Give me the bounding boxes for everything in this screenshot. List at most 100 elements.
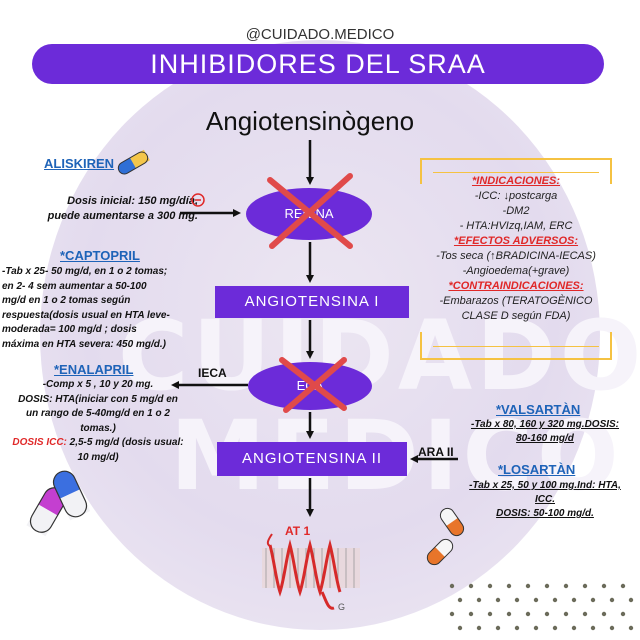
box-border-left-top	[420, 158, 422, 184]
decor-dot	[590, 597, 596, 603]
box-inner-bottom	[433, 346, 599, 347]
ara-ii-label: ARA II	[418, 445, 454, 459]
capsule-orange-icon	[439, 507, 465, 537]
captopril-line: mg/d en 1 o 2 tomas según	[2, 295, 131, 306]
decor-dot	[571, 597, 577, 603]
decor-dot	[457, 597, 463, 603]
at1-label: AT 1	[285, 524, 311, 538]
valsartan-line: 80-160 mg/d	[516, 433, 574, 444]
decor-dot	[487, 583, 493, 589]
decor-dot	[506, 611, 512, 617]
decor-dot	[476, 597, 482, 603]
decor-dot	[544, 583, 550, 589]
captopril-line: en 2- 4 sem aumentar a 50-100	[2, 280, 147, 292]
efectos-line: -Tos seca (↑BRADICINA-IECAS)	[436, 250, 596, 262]
decor-dot	[525, 611, 531, 617]
decor-dot	[525, 583, 531, 589]
box-border-left-bottom	[420, 332, 422, 360]
enalapril-line: tomas.)	[80, 422, 116, 434]
enalapril-line: un rango de 5-40mg/d en 1 o 2	[26, 408, 170, 419]
decor-dot	[620, 611, 626, 617]
enalapril-icc-line2: 10 mg/d)	[77, 451, 119, 463]
contraindicaciones-title: *CONTRAINDICACIONES:	[448, 280, 584, 292]
captopril-line: -Tab x 25- 50 mg/d, en 1 o 2 tomas;	[2, 266, 168, 277]
decor-dot	[552, 625, 558, 631]
capsule-orange-icon	[426, 538, 454, 566]
box-border-right-bottom	[610, 332, 612, 360]
enalapril-text: -Comp x 5 , 10 y 20 mg. DOSIS: HTA(inici…	[2, 378, 194, 465]
decor-dot	[620, 583, 626, 589]
angiotensina-i-node: ANGIOTENSINA I	[215, 286, 409, 318]
ieca-label: IECA	[198, 366, 227, 380]
indicaciones-title: *INDICACIONES:	[471, 175, 560, 187]
decor-dot	[495, 597, 501, 603]
decor-dot	[495, 625, 501, 631]
aliskiren-title: ALISKIREN	[44, 156, 115, 171]
decor-dot	[590, 625, 596, 631]
decor-dot	[468, 611, 474, 617]
decor-dot	[506, 583, 512, 589]
decor-dot	[563, 583, 569, 589]
valsartan-line: -Tab x 80, 160 y 320 mg.DOSIS:	[470, 419, 620, 430]
aliskiren-dose-line: Dosis inicial: 150 mg/día,	[67, 195, 198, 207]
decor-dot	[628, 625, 634, 631]
watermark-line1: CUIDADO	[118, 300, 640, 412]
indicaciones-line: - HTA:HVIzq,IAM, ERC	[459, 220, 573, 232]
captopril-text: -Tab x 25- 50 mg/d, en 1 o 2 tomas; en 2…	[2, 265, 202, 352]
contraindicaciones-line: CLASE D según FDA)	[461, 310, 571, 322]
decor-dot	[533, 597, 539, 603]
angiotensinogeno-label: Angiotensinògeno	[205, 106, 415, 136]
capsule-icon	[117, 149, 150, 175]
contraindicaciones-line: -Embarazos (TERATOGÈNICO	[439, 295, 593, 307]
decor-dot	[533, 625, 539, 631]
decor-dot	[609, 625, 615, 631]
captopril-line: respuesta(dosis usual en HTA leve-	[2, 309, 170, 321]
box-border-right-top	[610, 158, 612, 184]
svg-text:G: G	[338, 602, 345, 612]
enalapril-icc: DOSIS ICC: 2,5-5 mg/d (dosis usual:	[2, 436, 194, 451]
at1-receptor-icon: G	[262, 533, 360, 612]
decor-dot	[582, 583, 588, 589]
efectos-adversos-title: *EFECTOS ADVERSOS:	[453, 235, 579, 247]
decor-dot	[609, 597, 615, 603]
captopril-line: moderada= 100 mg/d ; dosis	[2, 324, 137, 335]
enalapril-icc-text: 2,5-5 mg/d (dosis usual:	[66, 437, 184, 448]
decor-dot	[628, 597, 634, 603]
losartan-title: *LOSARTÀN	[498, 462, 576, 477]
enalapril-line: -Comp x 5 , 10 y 20 mg.	[42, 379, 154, 390]
enalapril-line: DOSIS: HTA(iniciar con 5 mg/d en	[18, 393, 178, 405]
box-border-bottom	[420, 358, 612, 360]
valsartan-title: *VALSARTÀN	[496, 402, 581, 417]
info-box-text: *INDICACIONES: -ICC: ↓postcarga -DM2 - H…	[420, 174, 612, 324]
aliskiren-dose: Dosis inicial: 150 mg/día, puede aumenta…	[18, 194, 198, 224]
title-banner: INHIBIDORES DEL SRAA	[32, 44, 604, 84]
aliskiren-dose-line: puede aumentarse a 300 mg.	[47, 210, 198, 222]
captopril-line: máxima en HTA severa: 450 mg/d.)	[2, 338, 166, 350]
losartan-line: -Tab x 25, 50 y 100 mg.Ind: HTA,	[469, 480, 621, 491]
decor-dot	[487, 611, 493, 617]
decor-dot	[457, 625, 463, 631]
losartan-line: ICC.	[535, 494, 555, 505]
losartan-text: -Tab x 25, 50 y 100 mg.Ind: HTA, ICC. DO…	[452, 479, 638, 521]
box-border-top	[420, 158, 612, 160]
background-circle	[40, 40, 600, 630]
inhibit-minus-icon	[191, 193, 205, 207]
captopril-title: *CAPTOPRIL	[60, 248, 140, 263]
eca-cross-icon	[279, 357, 347, 413]
decor-dot	[468, 583, 474, 589]
indicaciones-line: -DM2	[502, 205, 530, 217]
decor-dot	[571, 625, 577, 631]
decor-dot	[544, 611, 550, 617]
decor-dot	[601, 583, 607, 589]
decorative-dots	[449, 583, 634, 631]
decor-dot	[449, 611, 455, 617]
decor-dot	[514, 625, 520, 631]
decor-dot	[552, 597, 558, 603]
author-handle: @CUIDADO.MEDICO	[245, 26, 395, 43]
enalapril-title: *ENALAPRIL	[54, 362, 134, 377]
decor-dot	[601, 611, 607, 617]
losartan-line: DOSIS: 50-100 mg/d.	[496, 508, 594, 519]
indicaciones-line: -ICC: ↓postcarga	[474, 190, 558, 202]
angiotensina-ii-node: ANGIOTENSINA II	[217, 442, 407, 476]
